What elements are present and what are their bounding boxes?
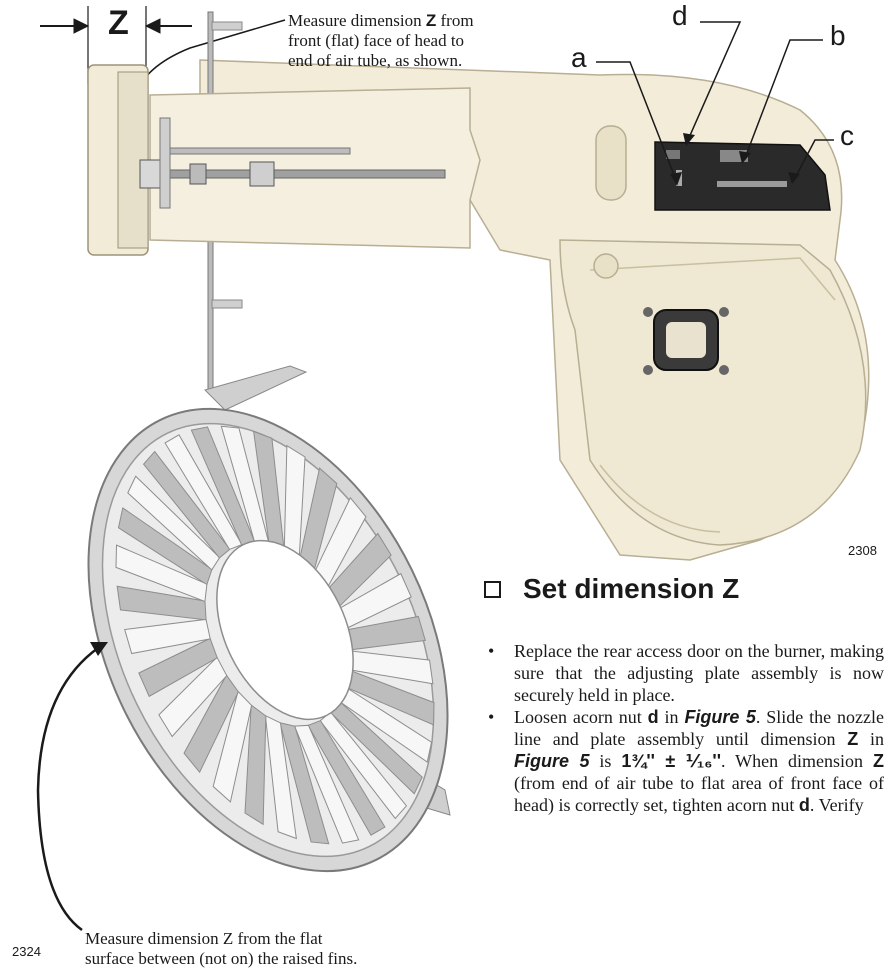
- note-text: Measure dimension: [288, 11, 426, 30]
- bold-z: Z: [873, 751, 884, 771]
- note-text: from: [436, 11, 474, 30]
- section-heading-text: Set dimension Z: [523, 573, 740, 604]
- part-callout-arrows: [670, 133, 800, 186]
- bullet-text: . Slide the nozzle line and plate assemb…: [514, 707, 884, 749]
- dimension-z-indicator: [40, 6, 192, 84]
- figure-number-burner: 2308: [848, 543, 877, 558]
- callout-letter-b: b: [830, 20, 846, 51]
- callout-letter-a: a: [571, 42, 587, 73]
- section-heading: Set dimension Z: [484, 573, 739, 605]
- top-measure-note: Measure dimension Z from front (flat) fa…: [288, 11, 588, 71]
- list-item: Loosen acorn nut d in Figure 5. Slide th…: [484, 706, 884, 816]
- dimension-value: 1¾'' ± ⅟₁₆'': [621, 751, 721, 771]
- note-text: front (flat) face of head to: [288, 31, 465, 50]
- bold-d: d: [798, 795, 810, 815]
- bullet-text: (from end of air tube to flat area of fr…: [514, 773, 884, 815]
- dimension-z-label: Z: [108, 4, 129, 42]
- figure-ref: Figure 5: [514, 751, 590, 771]
- checkbox-icon: [484, 580, 501, 598]
- air-tube-assembly: [87, 11, 481, 393]
- note-text: surface between (not on) the raised fins…: [85, 949, 358, 968]
- note-text: Measure dimension Z from the flat: [85, 929, 323, 948]
- bullet-text: Replace the rear access door on the burn…: [514, 641, 884, 705]
- list-item: Replace the rear access door on the burn…: [484, 640, 884, 706]
- bold-d: d: [647, 707, 659, 727]
- figure-ref: Figure 5: [684, 707, 756, 727]
- note-text: end of air tube, as shown.: [288, 51, 463, 70]
- note-bold-z: Z: [425, 11, 437, 30]
- bottom-note-leader: [36, 646, 99, 932]
- bottom-measure-note: Measure dimension Z from the flat surfac…: [85, 929, 405, 969]
- bullet-text: in: [858, 729, 884, 749]
- bottom-note-leader-arrow: [90, 642, 108, 656]
- bullet-text: . When dimension: [721, 751, 873, 771]
- flame-retention-head: [87, 365, 451, 873]
- bullet-text: is: [589, 751, 622, 771]
- bold-z: Z: [847, 729, 859, 749]
- callout-letter-d: d: [672, 0, 688, 31]
- figure-number-head: 2324: [12, 944, 41, 959]
- callout-letter-c: c: [840, 120, 854, 151]
- bullet-text: Loosen acorn nut: [514, 707, 648, 727]
- bullet-text: . Verify: [809, 795, 864, 815]
- bullet-text: in: [658, 707, 685, 727]
- instruction-list: Replace the rear access door on the burn…: [484, 640, 884, 816]
- part-callout-leaders: [596, 21, 834, 181]
